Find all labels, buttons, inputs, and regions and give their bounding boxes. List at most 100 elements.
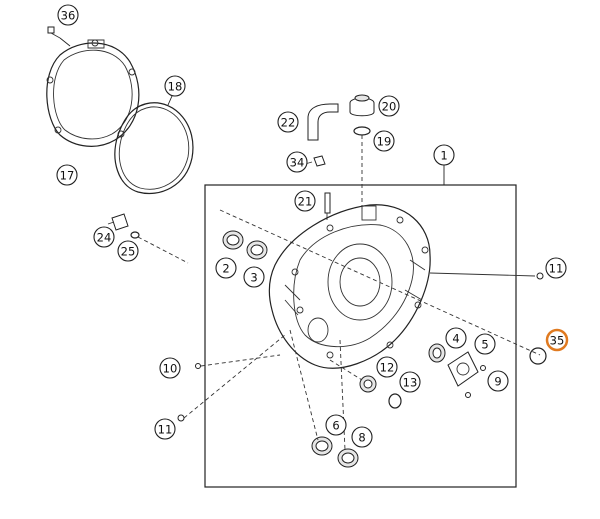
callout-number: 22 <box>281 116 296 130</box>
callout-circle <box>325 414 347 436</box>
hose-22 <box>307 103 339 141</box>
filler-plug-20 <box>349 94 375 117</box>
callout-circle <box>277 111 299 133</box>
callout-11: 11 <box>154 418 176 440</box>
callout-number: 21 <box>298 195 313 209</box>
oring-19 <box>353 126 371 136</box>
callout-circle <box>56 164 78 186</box>
callout-3: 3 <box>243 266 265 288</box>
callout-6: 6 <box>325 414 347 436</box>
plug-24 <box>107 213 129 231</box>
callout-circle <box>373 130 395 152</box>
callout-number: 24 <box>97 231 112 245</box>
callout-circle <box>378 95 400 117</box>
callout-number: 5 <box>481 338 488 352</box>
callout-19: 19 <box>373 130 395 152</box>
callout-circle <box>215 257 237 279</box>
seal-3 <box>246 240 268 260</box>
screw-9 <box>480 365 486 371</box>
pin-21 <box>324 192 331 220</box>
callout-34: 34 <box>286 151 308 173</box>
callout-10: 10 <box>159 357 181 379</box>
callout-number: 20 <box>382 100 397 114</box>
callout-number: 35 <box>550 334 565 348</box>
callout-circle <box>159 357 181 379</box>
seal-8 <box>337 448 359 468</box>
callout-number: 34 <box>290 156 305 170</box>
callout-number: 6 <box>332 419 339 433</box>
callout-20: 20 <box>378 95 400 117</box>
washer-25 <box>130 231 140 239</box>
callout-number: 18 <box>168 80 183 94</box>
callout-17: 17 <box>56 164 78 186</box>
seal-6 <box>311 436 333 456</box>
callout-circle <box>117 240 139 262</box>
callout-circle <box>474 333 496 355</box>
callout-18: 18 <box>164 75 186 97</box>
callout-circle <box>445 327 467 349</box>
callout-circle <box>351 426 373 448</box>
leader-36 <box>59 37 71 47</box>
callout-circle <box>57 4 79 26</box>
assembly-frame <box>204 184 517 488</box>
callout-11: 11 <box>545 257 567 279</box>
callout-circle <box>154 418 176 440</box>
callout-number: 3 <box>250 271 257 285</box>
leader-18 <box>167 95 173 106</box>
callout-8: 8 <box>351 426 373 448</box>
bearing-4 <box>428 343 446 363</box>
plug-11-right <box>536 272 544 280</box>
callout-circle <box>294 190 316 212</box>
callout-22: 22 <box>277 111 299 133</box>
callout-4: 4 <box>445 327 467 349</box>
callout-13: 13 <box>399 371 421 393</box>
callout-circle <box>93 226 115 248</box>
callout-circle <box>545 257 567 279</box>
callout-circle <box>545 328 569 352</box>
callout-circle <box>286 151 308 173</box>
callout-number: 2 <box>222 262 229 276</box>
clutch-cover-outer <box>46 39 140 147</box>
plug-11-lower <box>177 414 185 422</box>
callout-number: 1 <box>440 149 447 163</box>
callout-circle <box>164 75 186 97</box>
plug-10 <box>195 363 201 369</box>
callout-12: 12 <box>376 356 398 378</box>
callout-number: 12 <box>380 361 395 375</box>
callout-circle <box>487 370 509 392</box>
callout-number: 17 <box>60 169 75 183</box>
oring-35 <box>529 347 547 365</box>
callout-25: 25 <box>117 240 139 262</box>
bolt-34 <box>304 155 326 167</box>
seal-12 <box>359 375 377 393</box>
callout-9: 9 <box>487 370 509 392</box>
callout-number: 19 <box>377 135 392 149</box>
callout-5: 5 <box>474 333 496 355</box>
callout-circle <box>433 144 455 166</box>
callout-circle <box>399 371 421 393</box>
callout-number: 10 <box>163 362 178 376</box>
callout-number: 9 <box>494 375 501 389</box>
callout-number: 25 <box>121 245 136 259</box>
bolt-36 <box>47 26 61 39</box>
callout-21: 21 <box>294 190 316 212</box>
callout-circle <box>376 356 398 378</box>
callout-number: 11 <box>549 262 564 276</box>
callout-number: 36 <box>61 9 76 23</box>
gasket-18 <box>114 102 194 194</box>
callout-number: 13 <box>403 376 418 390</box>
callout-number: 11 <box>158 423 173 437</box>
callout-36: 36 <box>57 4 79 26</box>
oring-13 <box>388 393 402 409</box>
callout-circle <box>243 266 265 288</box>
callout-1: 1 <box>433 144 455 166</box>
clutch-housing <box>268 204 431 369</box>
callout-24: 24 <box>93 226 115 248</box>
cover-plate-5 <box>447 351 479 387</box>
callout-number: 8 <box>358 431 365 445</box>
callout-2: 2 <box>215 257 237 279</box>
callout-number: 4 <box>452 332 459 346</box>
seal-2 <box>222 230 244 250</box>
callout-35: 35 <box>545 328 569 352</box>
